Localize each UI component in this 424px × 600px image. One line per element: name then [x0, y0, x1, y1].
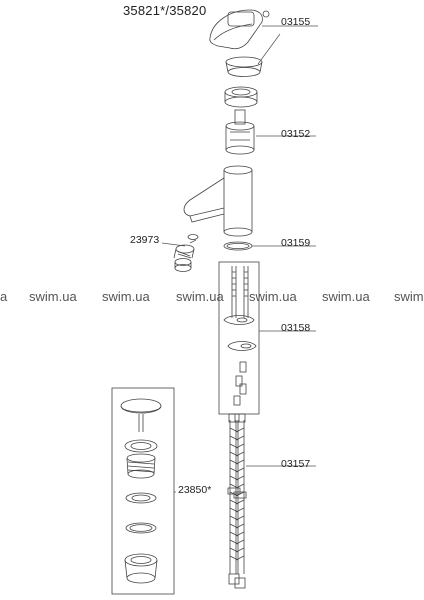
handle-lever-drawing: [209, 9, 270, 50]
faucet-body-drawing: [183, 165, 253, 237]
mounting-kit-box: [218, 261, 260, 415]
part-label-03157: 03157: [281, 458, 311, 470]
nut-drawing: [224, 86, 258, 108]
watermark-text: swim.ua: [249, 289, 297, 304]
part-label-03152: 03152: [281, 128, 311, 140]
diagram-title: 35821*/35820: [123, 3, 207, 18]
watermark-text: swim: [394, 289, 424, 304]
part-label-03155: 03155: [281, 16, 311, 28]
part-label-03159: 03159: [281, 237, 311, 249]
cap-ring-drawing: [225, 56, 263, 77]
leader-lines: [161, 25, 318, 493]
hoses-drawing: [227, 413, 247, 589]
aerator-drawing: [173, 234, 199, 272]
mounting-kit-drawing: [223, 266, 257, 406]
watermark-text: swim.ua: [322, 289, 370, 304]
watermark-text: swim.ua: [176, 289, 224, 304]
part-label-03158: 03158: [281, 322, 311, 334]
part-label-23973: 23973: [130, 234, 160, 246]
watermark-text: swim.ua: [102, 289, 150, 304]
o-ring-drawing: [223, 241, 253, 251]
watermark-text: a: [0, 289, 8, 304]
cartridge-drawing: [225, 109, 255, 155]
drain-kit-drawing: [120, 398, 162, 584]
part-label-23850: 23850*: [178, 484, 212, 496]
drain-kit-box: [111, 387, 175, 595]
watermark-text: swim.ua: [29, 289, 77, 304]
